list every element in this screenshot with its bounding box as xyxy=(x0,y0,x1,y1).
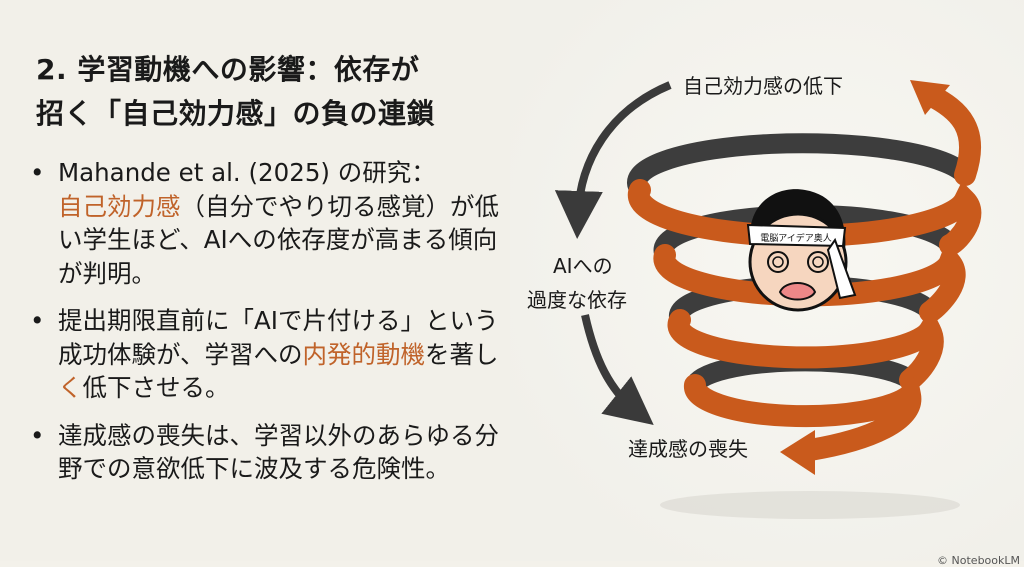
bullet-text: （自分でやり切る感覚）が低い学生ほど、AIへの依存度が高まる傾向が判明。 xyxy=(58,191,499,288)
bullet-item: • Mahande et al. (2025) の研究： 自己効力感（自分でやり切る… xyxy=(30,156,510,290)
arrow-head-bottom-icon xyxy=(780,430,815,475)
text-panel xyxy=(0,0,510,561)
bullet-text: 低下させる。 xyxy=(82,373,230,402)
highlight-text: 自己効力感 xyxy=(58,191,181,221)
arrow-down-right-icon xyxy=(581,314,654,426)
bullet-text: Mahande et al. (2025) の研究： xyxy=(58,158,436,187)
headband-text: 電脳アイデア奥人 xyxy=(760,232,832,244)
stressed-character-icon: 電脳アイデア奥人 xyxy=(746,189,857,312)
title-line-1: 2. 学習動機への影響：依存が xyxy=(36,53,420,86)
bullet-text: を著し xyxy=(425,339,499,369)
label-ai-dependence-2: 過度な依存 xyxy=(527,288,627,312)
highlight-text: く xyxy=(58,373,83,402)
label-ai-dependence-1: AIへの xyxy=(553,254,613,278)
bullet-list: • Mahande et al. (2025) の研究： 自己効力感（自分でやり切る… xyxy=(30,156,510,500)
bullet-item: • 提出期限直前に「AIで片付ける」という成功体験が、学習への内発的動機を著しく低… xyxy=(30,304,510,405)
spiral-diagram: 電脳アイデア奥人 xyxy=(554,80,982,519)
highlight-text: 内発的動機 xyxy=(302,339,426,369)
label-loss-of-achievement: 達成感の喪失 xyxy=(628,437,748,461)
shadow xyxy=(660,491,960,519)
bullet-dot-icon: • xyxy=(30,158,45,187)
slide-title: 2. 学習動機への影響：依存が 招く「自己効力感」の負の連鎖 xyxy=(36,48,506,136)
bullet-item: • 達成感の喪失は、学習以外のあらゆる分野での意欲低下に波及する危険性。 xyxy=(30,419,510,486)
title-line-2: 招く「自己効力感」の負の連鎖 xyxy=(36,97,436,130)
arrow-down-left-icon xyxy=(554,81,672,239)
arrow-head-top-icon xyxy=(910,80,950,115)
label-low-self-efficacy: 自己効力感の低下 xyxy=(683,74,843,98)
bullet-text: 達成感の喪失は、学習以外のあらゆる分野での意欲低下に波及する危険性。 xyxy=(58,420,499,484)
bullet-dot-icon: • xyxy=(30,306,45,335)
bullet-dot-icon: • xyxy=(30,420,45,450)
bullet-text: 提出期限直前に「AIで片付ける」という成功体験が、学習への xyxy=(58,306,499,369)
